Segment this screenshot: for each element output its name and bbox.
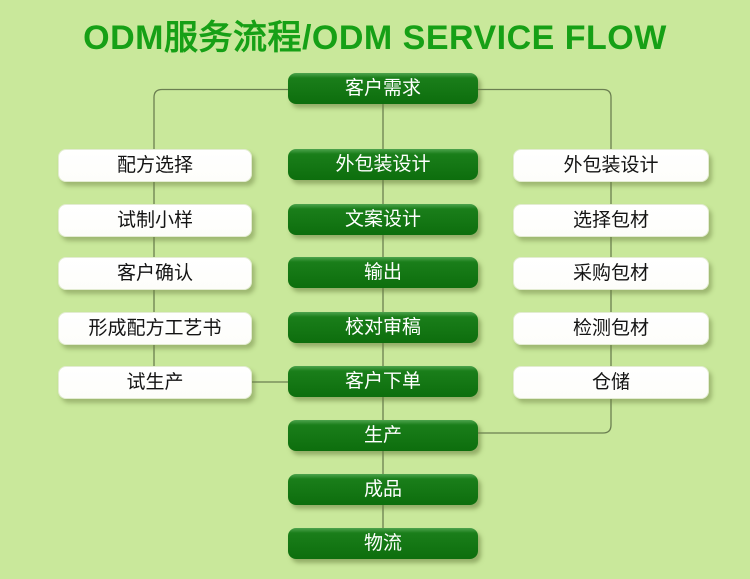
flow-node-finished-product: 成品 bbox=[288, 474, 478, 505]
flow-node-warehousing: 仓储 bbox=[513, 366, 709, 399]
flow-node-production: 生产 bbox=[288, 420, 478, 451]
flow-node-customer-confirm: 客户确认 bbox=[58, 257, 252, 290]
flow-node-inspect-packaging: 检测包材 bbox=[513, 312, 709, 345]
flow-node-formula-selection: 配方选择 bbox=[58, 149, 252, 182]
flow-node-formula-process-doc: 形成配方工艺书 bbox=[58, 312, 252, 345]
flow-node-select-packaging: 选择包材 bbox=[513, 204, 709, 237]
flow-node-packaging-design-mid: 外包装设计 bbox=[288, 149, 478, 180]
page-title: ODM服务流程/ODM SERVICE FLOW bbox=[83, 19, 667, 57]
flow-node-trial-production: 试生产 bbox=[58, 366, 252, 399]
flow-node-logistics: 物流 bbox=[288, 528, 478, 559]
flow-node-purchase-packaging: 采购包材 bbox=[513, 257, 709, 290]
flow-node-packaging-design-right: 外包装设计 bbox=[513, 149, 709, 182]
flow-node-trial-sample: 试制小样 bbox=[58, 204, 252, 237]
flow-node-customer-demand: 客户需求 bbox=[288, 73, 478, 104]
flow-node-output: 输出 bbox=[288, 257, 478, 288]
connector-left-branch bbox=[153, 88, 288, 366]
flow-node-proofreading: 校对审稿 bbox=[288, 312, 478, 343]
flow-node-copy-design: 文案设计 bbox=[288, 204, 478, 235]
flow-node-customer-order: 客户下单 bbox=[288, 366, 478, 397]
